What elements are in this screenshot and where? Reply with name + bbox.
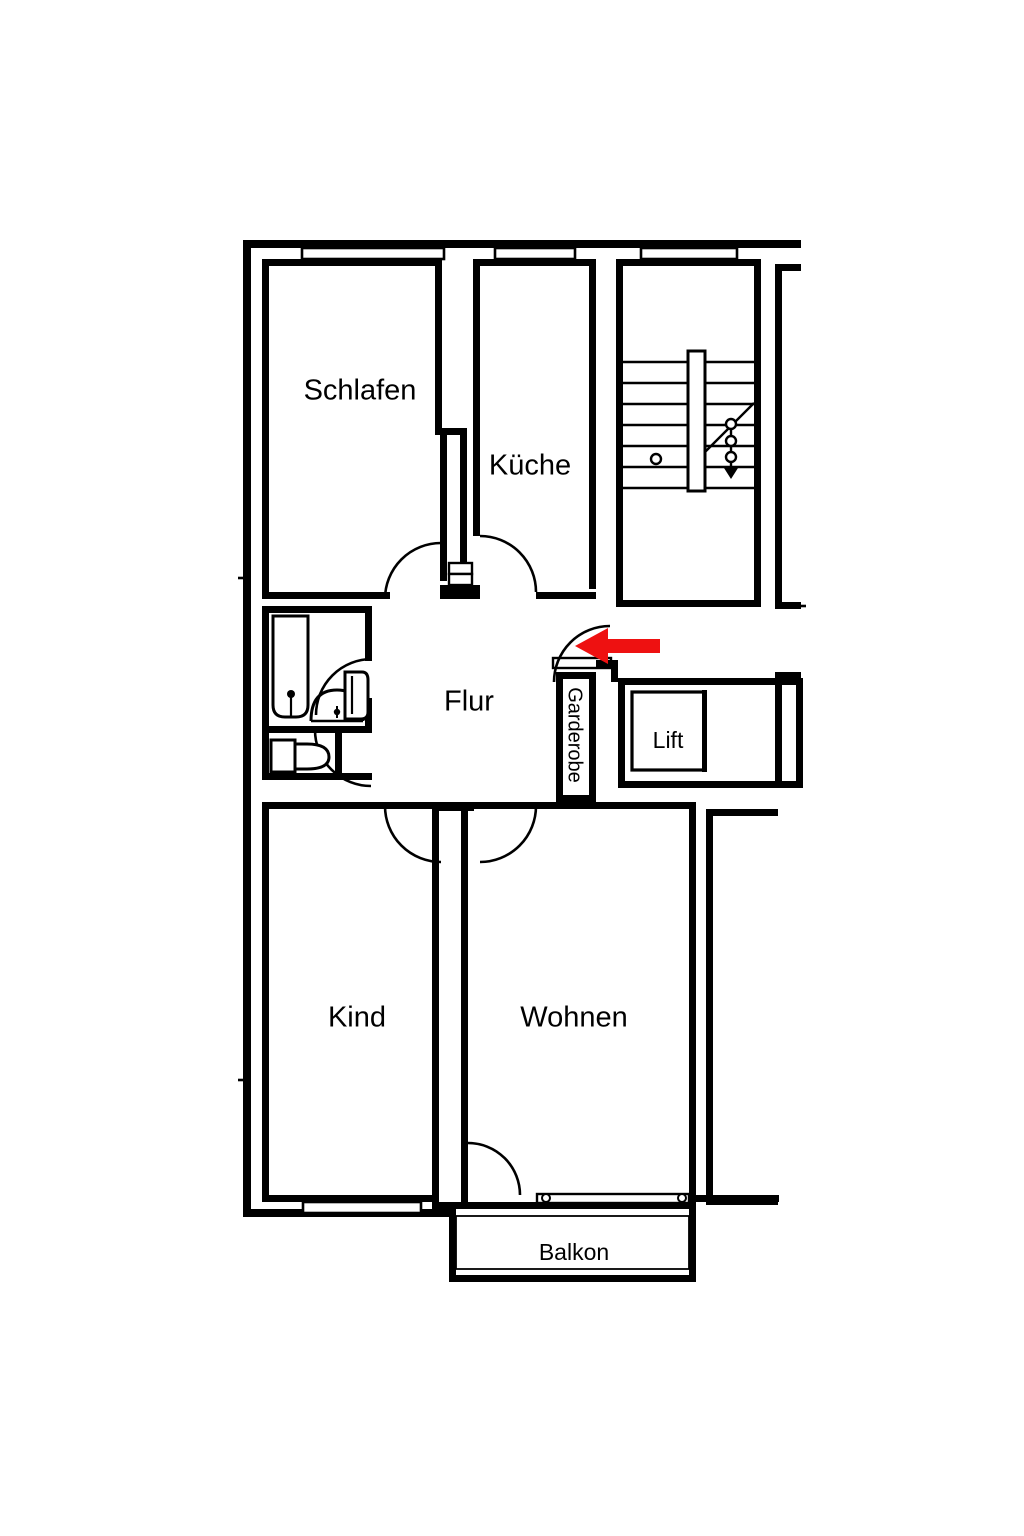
bathroom-cabinet <box>343 670 370 721</box>
balcony-door-swing <box>461 1141 522 1198</box>
window-kueche-north <box>493 246 577 261</box>
toilet-icon <box>269 738 331 774</box>
windows <box>300 246 739 1215</box>
stair-direction-arrow <box>724 417 738 479</box>
room-label-garderobe: Garderobe <box>564 687 586 783</box>
window-stairwell-north <box>639 246 739 261</box>
room-label-kueche: Küche <box>489 450 571 482</box>
room-label-balkon: Balkon <box>539 1239 609 1265</box>
room-label-lift: Lift <box>653 727 684 753</box>
window-wohnen-balcony <box>535 1192 691 1205</box>
bathtub-icon <box>271 614 310 719</box>
staircase <box>623 349 755 493</box>
bathroom-fixtures <box>269 614 370 774</box>
room-label-flur: Flur <box>444 686 494 718</box>
room-label-schlafen: Schlafen <box>304 375 417 407</box>
hallway-outline <box>313 534 611 864</box>
structural-walls <box>243 240 803 1282</box>
room-label-kind: Kind <box>328 1002 386 1034</box>
entrance-arrow <box>575 628 660 664</box>
room-label-wohnen: Wohnen <box>520 1002 628 1034</box>
room-labels: Schlafen Küche Flur Garderobe Lift Kind … <box>304 375 684 1265</box>
window-kind-south <box>301 1200 423 1215</box>
wall-tick-marks <box>238 576 806 1082</box>
window-schlafen-north <box>300 246 446 261</box>
